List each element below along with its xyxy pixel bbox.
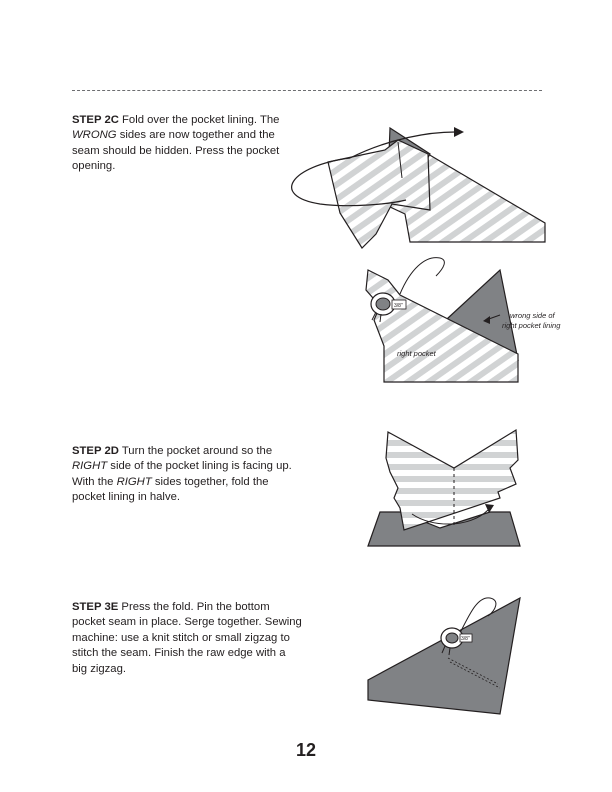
step-3e-label: STEP 3E [72,601,118,613]
step-2c-text: STEP 2C Fold over the pocket lining. The… [72,113,302,175]
seam-allowance-label: 3/8" [461,636,470,642]
right-pocket-serging-illustration: 3/8" wrong side of right pocket lining r… [340,250,580,390]
right-pocket-label: right pocket [397,349,437,358]
wrong-side-label-line2: right pocket lining [502,321,561,330]
arrow-head-icon [454,127,464,137]
step-2d-text: STEP 2D Turn the pocket around so the RI… [72,444,302,506]
wrong-side-label-line1: wrong side of [510,311,556,320]
dashed-divider [72,90,542,91]
step-2d-label: STEP 2D [72,445,119,457]
step-2c-label: STEP 2C [72,114,119,126]
page-number: 12 [0,740,612,761]
step-3e-text: STEP 3E Press the fold. Pin the bottom p… [72,600,302,677]
serge-bottom-seam-illustration: 3/8" [360,588,530,718]
fold-lining-in-halve-illustration [360,428,530,550]
seam-allowance-label: 3/8" [394,303,403,309]
fold-pocket-lining-illustration [280,118,550,258]
